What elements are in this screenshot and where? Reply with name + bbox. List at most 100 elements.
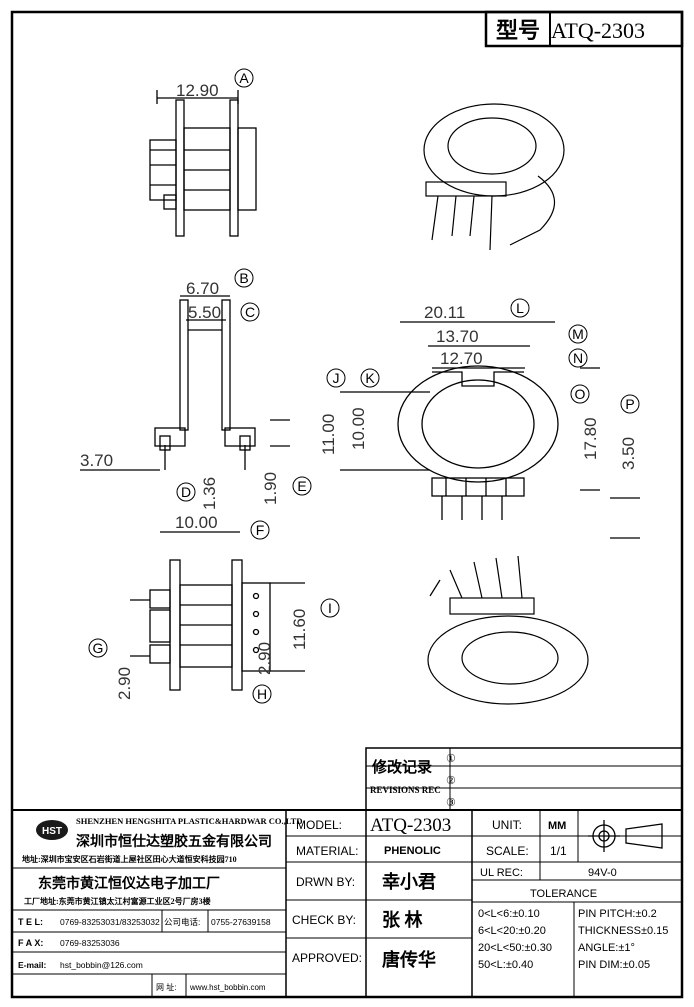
callout-a: A xyxy=(234,68,254,88)
model-value: ATQ-2303 xyxy=(370,815,451,836)
dim-r: 3.70 xyxy=(80,451,113,470)
dim-l: 20.11 xyxy=(424,303,465,322)
dim-m: 13.70 xyxy=(436,327,479,346)
revision-mark-1: ① xyxy=(446,753,456,765)
svg-text:O: O xyxy=(575,386,586,402)
svg-text:G: G xyxy=(93,640,104,656)
callout-n: N xyxy=(568,348,588,368)
svg-text:C: C xyxy=(245,304,255,320)
web-label: 网 址: xyxy=(156,982,176,992)
company-address-1: 地址:深圳市宝安区石岩街道上屋社区田心大道恒安科技园710 xyxy=(22,854,237,864)
pin-dim: PIN DIM:±0.05 xyxy=(578,959,650,971)
svg-text:F: F xyxy=(256,522,265,538)
email-value: hst_bobbin@126.com xyxy=(60,960,143,970)
callout-b: B xyxy=(234,268,254,288)
side-view-b xyxy=(80,295,290,471)
material-label: MATERIAL: xyxy=(296,844,358,858)
svg-text:N: N xyxy=(573,350,583,366)
email-label: E-mail: xyxy=(18,960,47,970)
isometric-view-bottom xyxy=(427,555,589,705)
dim-p: 17.80 xyxy=(581,417,600,460)
ul-value: 94V-0 xyxy=(588,867,617,879)
approved-label: APPROVED: xyxy=(292,951,362,965)
unit-label: UNIT: xyxy=(492,818,522,832)
company-name-cn: 深圳市恒仕达塑胶五金有限公司 xyxy=(76,833,272,850)
top-view xyxy=(340,321,640,539)
dim-b: 6.70 xyxy=(186,279,219,298)
ul-label: UL REC: xyxy=(480,867,523,879)
svg-text:J: J xyxy=(333,370,340,386)
thickness: THICKNESS±0.15 xyxy=(578,925,668,937)
dim-j: 11.00 xyxy=(319,414,338,455)
company-logo: HST xyxy=(36,820,68,840)
dim-h: 2.90 xyxy=(255,642,274,675)
svg-text:H: H xyxy=(257,686,267,702)
company-address-2: 工厂地址:东莞市黄江镇太江村富源工业区2号厂房3楼 xyxy=(24,896,211,906)
callout-m: M xyxy=(568,324,588,344)
approved-value: 唐传华 xyxy=(382,949,436,970)
svg-text:P: P xyxy=(625,396,634,412)
svg-text:K: K xyxy=(365,370,375,386)
dim-d: 1.36 xyxy=(200,477,219,510)
drawn-label: DRWN BY: xyxy=(296,875,355,889)
callout-i: I xyxy=(320,598,340,618)
title-block-grid xyxy=(11,809,683,998)
material-value: PHENOLIC xyxy=(384,845,441,857)
phone-label: 公司电话: xyxy=(164,917,200,927)
unit-value: MM xyxy=(548,820,566,832)
check-value: 张 林 xyxy=(382,909,423,930)
svg-text:M: M xyxy=(572,326,584,342)
dim-g: 2.90 xyxy=(115,667,134,700)
revision-mark-3: ③ xyxy=(446,797,456,809)
callout-p: P xyxy=(620,394,640,414)
phone-value: 0755-27639158 xyxy=(211,917,271,927)
scale-label: SCALE: xyxy=(486,844,529,858)
callout-f: F xyxy=(250,520,270,540)
callout-c: C xyxy=(240,302,260,322)
callout-h: H xyxy=(252,684,272,704)
revisions-subtitle: REVISIONS REC xyxy=(370,785,441,795)
tolerance-2: 6<L<20:±0.20 xyxy=(478,925,546,937)
fax-label: F A X: xyxy=(18,938,43,948)
tolerance-3: 20<L<50:±0.30 xyxy=(478,942,552,954)
svg-text:B: B xyxy=(239,270,248,286)
angle: ANGLE:±1° xyxy=(578,942,635,954)
svg-text:D: D xyxy=(181,484,191,500)
callout-g: G xyxy=(88,638,108,658)
revisions-title: 修改记录 xyxy=(371,758,432,776)
dim-q: 3.50 xyxy=(619,437,638,470)
svg-text:E: E xyxy=(297,478,306,494)
callout-j: J xyxy=(326,368,346,388)
scale-value: 1/1 xyxy=(550,844,567,858)
tolerance-4: 50<L:±0.40 xyxy=(478,959,533,971)
company-name-en: SHENZHEN HENGSHITA PLASTIC&HARDWAR CO.,L… xyxy=(76,816,302,826)
svg-text:A: A xyxy=(239,70,249,86)
model-label: MODEL: xyxy=(296,818,342,832)
isometric-view-top xyxy=(423,103,565,251)
model-header-label: 型号 xyxy=(496,18,540,43)
fax-value: 0769-83253036 xyxy=(60,938,120,948)
dim-e: 1.90 xyxy=(261,472,280,505)
side-view-a xyxy=(149,90,257,237)
callout-o: O xyxy=(570,384,590,404)
dim-n: 12.70 xyxy=(440,349,483,368)
callout-l: L xyxy=(510,298,530,318)
dim-c: 5.50 xyxy=(188,303,221,322)
drawn-value: 幸小君 xyxy=(382,871,436,892)
dim-a: 12.90 xyxy=(176,81,219,100)
dim-i: 11.60 xyxy=(290,609,309,650)
tolerance-1: 0<L<6:±0.10 xyxy=(478,908,540,920)
tel-value: 0769-83253031/83253032 xyxy=(60,917,160,927)
callout-e: E xyxy=(292,476,312,496)
dim-f: 10.00 xyxy=(175,513,218,532)
tel-label: T E L: xyxy=(18,917,43,927)
model-header-value: ATQ-2303 xyxy=(551,18,645,43)
projection-symbol xyxy=(588,820,663,852)
model-header: 型号 ATQ-2303 xyxy=(484,10,684,48)
pin-pitch: PIN PITCH:±0.2 xyxy=(578,908,657,920)
svg-text:L: L xyxy=(516,300,524,316)
revisions-block xyxy=(365,747,683,811)
tolerance-label: TOLERANCE xyxy=(530,888,597,900)
dim-k: 10.00 xyxy=(349,407,368,450)
